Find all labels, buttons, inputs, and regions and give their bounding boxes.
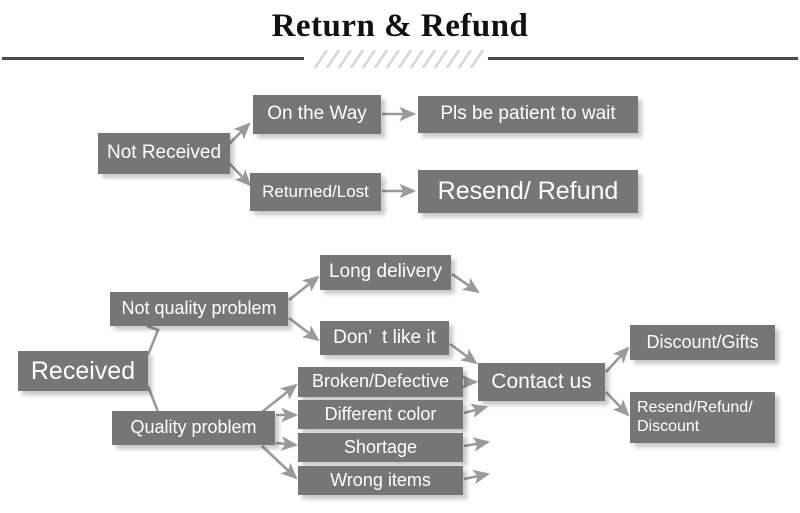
node-returned-lost-label: Returned/Lost xyxy=(262,181,369,201)
node-wrong-items[interactable]: Wrong items xyxy=(298,466,463,495)
node-contact-us-label: Contact us xyxy=(491,369,592,393)
node-resend-refund-label: Resend/ Refund xyxy=(437,177,619,205)
node-dont-like-it-label: Don’ t like it xyxy=(333,326,436,348)
edge-not-received-to-on-the-way xyxy=(227,122,251,146)
edge-different-color-to-contact-us xyxy=(463,403,489,418)
page-title: Return & Refund xyxy=(271,8,529,44)
node-broken-defective[interactable]: Broken/Defective xyxy=(298,367,463,397)
node-shortage-label: Shortage xyxy=(343,436,418,457)
edge-quality-to-shortage xyxy=(275,436,299,451)
node-different-color[interactable]: Different color xyxy=(298,400,463,429)
node-not-received[interactable]: Not Received xyxy=(98,133,230,174)
edge-not-quality-to-long-delivery xyxy=(288,275,320,302)
edge-long-delivery-to-contact-us xyxy=(451,272,480,294)
node-quality-problem-label: Quality problem xyxy=(130,417,257,438)
node-on-the-way[interactable]: On the Way xyxy=(253,95,381,134)
node-returned-lost[interactable]: Returned/Lost xyxy=(250,173,381,211)
divider-hatch-icon xyxy=(313,49,485,69)
node-discount-gifts-label: Discount/Gifts xyxy=(646,331,759,352)
node-pls-be-patient-to-wait-label: Pls be patient to wait xyxy=(440,103,616,125)
edge-wrong-items-to-contact-us xyxy=(463,469,491,485)
node-resend-refund-discount-line2: Discount xyxy=(637,417,700,435)
node-long-delivery-label: Long delivery xyxy=(328,261,443,283)
node-dont-like-it[interactable]: Don’ t like it xyxy=(320,321,449,355)
edge-dont-like-it-to-contact-us xyxy=(449,342,478,365)
node-wrong-items-label: Wrong items xyxy=(330,469,431,490)
node-resend-refund[interactable]: Resend/ Refund xyxy=(418,170,638,213)
node-not-received-label: Not Received xyxy=(106,142,222,164)
node-on-the-way-label: On the Way xyxy=(267,103,367,125)
edge-received-to-not-quality-problem xyxy=(146,324,160,356)
node-pls-be-patient-to-wait[interactable]: Pls be patient to wait xyxy=(418,96,638,133)
edge-quality-to-broken-defective xyxy=(261,383,298,414)
node-contact-us[interactable]: Contact us xyxy=(478,363,605,401)
node-received-label: Received xyxy=(30,356,136,385)
edge-contact-us-to-discount-gifts xyxy=(605,346,630,373)
edge-contact-us-to-resend-refund-discount xyxy=(605,391,630,417)
node-discount-gifts[interactable]: Discount/Gifts xyxy=(630,325,775,360)
edge-quality-to-wrong-items xyxy=(261,445,298,480)
title-divider xyxy=(2,49,798,69)
node-resend-refund-discount-line1: Resend/Refund/ xyxy=(637,399,753,417)
node-long-delivery[interactable]: Long delivery xyxy=(320,255,451,290)
edge-shortage-to-contact-us xyxy=(463,437,491,452)
node-received[interactable]: Received xyxy=(18,351,148,391)
edge-not-received-to-returned-lost xyxy=(227,161,252,187)
node-not-quality-problem[interactable]: Not quality problem xyxy=(110,292,288,326)
node-resend-refund-discount[interactable]: Resend/Refund/ Discount xyxy=(630,392,775,443)
node-quality-problem[interactable]: Quality problem xyxy=(112,411,275,445)
edge-not-quality-to-dont-like-it xyxy=(288,316,320,342)
node-different-color-label: Different color xyxy=(324,403,437,424)
node-not-quality-problem-label: Not quality problem xyxy=(121,298,277,319)
node-broken-defective-label: Broken/Defective xyxy=(311,371,450,392)
node-shortage[interactable]: Shortage xyxy=(298,433,463,462)
